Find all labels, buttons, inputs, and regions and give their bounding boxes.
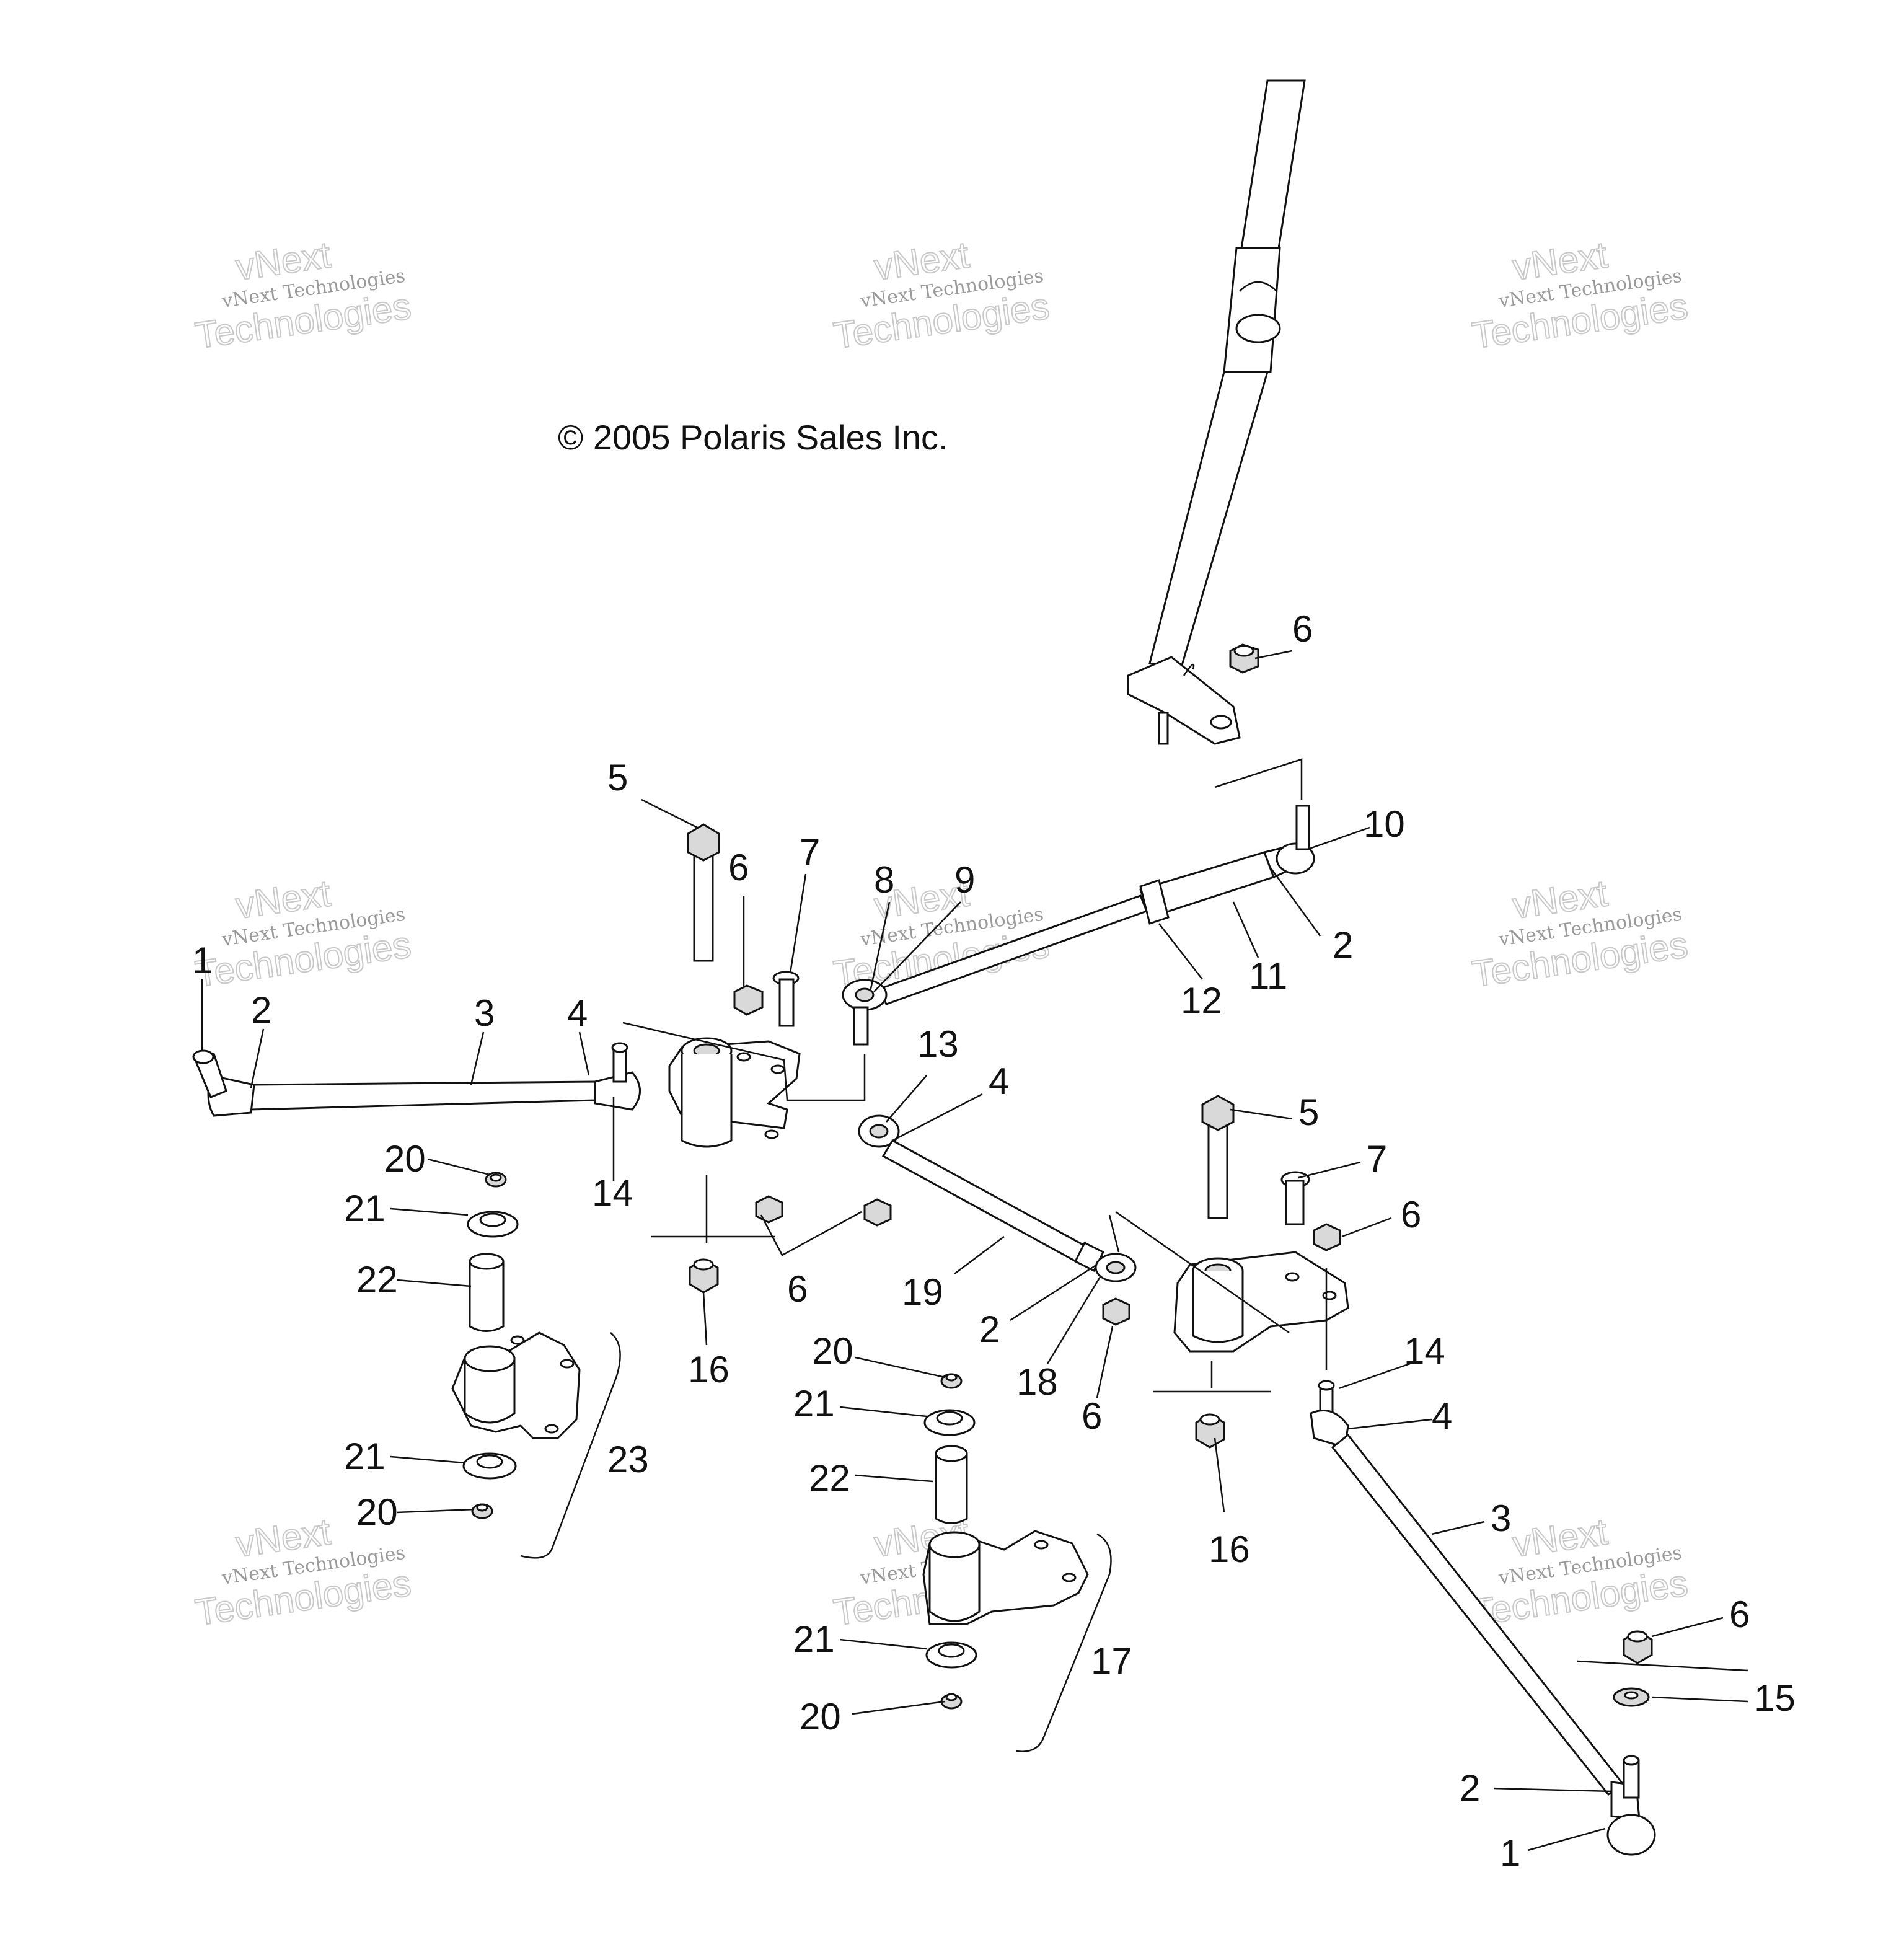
- callout-label: 2: [979, 1309, 1000, 1350]
- callout-label: 5: [1298, 1092, 1319, 1133]
- callout-label: 20: [384, 1138, 426, 1180]
- callout-label: 14: [1404, 1330, 1445, 1372]
- callout-label: 21: [793, 1383, 835, 1424]
- callout-label: 22: [809, 1457, 850, 1499]
- callout-label: 6: [1292, 608, 1313, 650]
- watermark-mid-left: vNext vNext Technologies Technologies: [192, 872, 414, 995]
- callout-labels: 1 2 3 4 14 20 21 22 21 20 23 5 6 7 8 9 6…: [192, 608, 1796, 1874]
- steering-drag-link: [842, 805, 1315, 1046]
- callout-label: 2: [1460, 1767, 1480, 1809]
- callout-label: 21: [344, 1188, 386, 1229]
- callout-label: 16: [1209, 1529, 1250, 1570]
- flange-nuts-left: [689, 1195, 892, 1294]
- callout-label: 13: [917, 1023, 959, 1065]
- left-idler-stack: [451, 1172, 621, 1559]
- watermark-top-center: vNext vNext Technologies Technologies: [831, 233, 1052, 357]
- callout-label: 6: [1729, 1594, 1750, 1635]
- callout-label: 5: [607, 757, 628, 798]
- callout-label: 4: [989, 1061, 1009, 1102]
- callout-label: 1: [192, 940, 213, 981]
- callout-label: 9: [954, 859, 975, 901]
- callout-label: 6: [728, 847, 749, 888]
- left-tie-rod: [192, 1042, 641, 1117]
- center-tie-rod: [858, 1114, 1137, 1326]
- callout-label: 10: [1364, 803, 1405, 845]
- callout-label: 3: [1491, 1498, 1511, 1539]
- leader-lines: [201, 650, 1748, 1852]
- callout-label: 4: [567, 992, 588, 1034]
- callout-label: 18: [1016, 1361, 1058, 1403]
- callout-label: 20: [356, 1491, 398, 1533]
- callout-label: 17: [1091, 1640, 1132, 1682]
- callout-label: 4: [1432, 1395, 1452, 1437]
- callout-label: 21: [793, 1618, 835, 1660]
- watermark-top-left: vNext vNext Technologies Technologies: [192, 233, 414, 357]
- callout-label: 11: [1249, 955, 1287, 997]
- center-idler-stack: [922, 1373, 1112, 1752]
- callout-label: 16: [688, 1349, 729, 1390]
- callout-label: 8: [874, 859, 894, 901]
- callout-label: 19: [902, 1271, 943, 1313]
- callout-label: 1: [1500, 1832, 1520, 1874]
- callout-label: 20: [800, 1696, 841, 1737]
- copyright-notice: © 2005 Polaris Sales Inc.: [558, 418, 948, 457]
- watermark-top-right: vNext vNext Technologies Technologies: [1469, 233, 1691, 357]
- watermark-mid-right: vNext vNext Technologies Technologies: [1469, 872, 1691, 995]
- callout-label: 6: [1082, 1395, 1102, 1437]
- callout-label: 15: [1754, 1677, 1796, 1719]
- callout-label: 14: [592, 1172, 633, 1214]
- callout-label: 2: [251, 989, 271, 1031]
- callout-label: 21: [344, 1436, 386, 1477]
- callout-label: 12: [1181, 980, 1222, 1022]
- callout-label: 6: [1401, 1194, 1421, 1235]
- flange-nut-upper: [1229, 643, 1259, 674]
- callout-label: 20: [812, 1330, 853, 1372]
- callout-label: 2: [1333, 924, 1353, 966]
- left-pitman-arm-assembly: [622, 823, 866, 1243]
- callout-label: 3: [474, 992, 495, 1034]
- callout-label: 23: [607, 1439, 649, 1480]
- right-pitman-arm-assembly: [1115, 1095, 1349, 1449]
- callout-label: 7: [800, 831, 820, 873]
- callout-label: 7: [1367, 1138, 1387, 1180]
- right-tie-rod: [1310, 1380, 1656, 1856]
- callout-label: 6: [787, 1268, 808, 1310]
- column-link-line: [1214, 758, 1303, 800]
- right-hardware: [1577, 1630, 1748, 1707]
- steering-column: [1127, 79, 1306, 745]
- callout-label: 22: [356, 1259, 398, 1300]
